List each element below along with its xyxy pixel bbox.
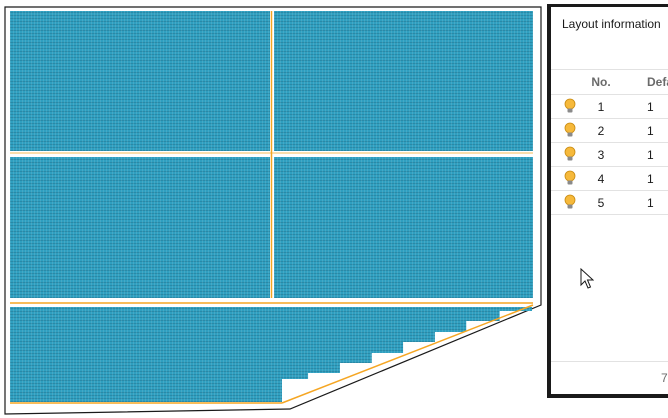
- table-row[interactable]: 2 1: [551, 119, 668, 143]
- table-row[interactable]: 3 1: [551, 143, 668, 167]
- table-row[interactable]: 5 1: [551, 191, 668, 215]
- row-default: 1: [647, 148, 654, 162]
- row-default: 1: [647, 172, 654, 186]
- row-default: 1: [647, 124, 654, 138]
- row-number: 3: [597, 148, 605, 162]
- layout-panel-4[interactable]: [274, 157, 533, 298]
- lightbulb-icon: [564, 98, 576, 113]
- lightbulb-icon: [564, 170, 576, 185]
- lightbulb-icon: [564, 194, 576, 209]
- column-header-default[interactable]: Defa: [647, 75, 668, 89]
- mouse-pointer-icon: [580, 268, 594, 289]
- table-header: No. Defa: [551, 69, 668, 95]
- lightbulb-icon: [564, 122, 576, 137]
- row-number: 4: [597, 172, 605, 186]
- column-header-no[interactable]: No.: [591, 75, 611, 89]
- table-row[interactable]: 1 1: [551, 95, 668, 119]
- row-number: 2: [597, 124, 605, 138]
- layout-information-window[interactable]: Layout information No. Defa 1 1 2 1 3 1: [547, 4, 668, 398]
- table-row[interactable]: 4 1: [551, 167, 668, 191]
- row-default: 1: [647, 100, 654, 114]
- layout-table: No. Defa 1 1 2 1 3 1 4 1: [551, 69, 668, 215]
- layout-panel-2[interactable]: [274, 11, 533, 151]
- window-title: Layout information: [562, 17, 661, 31]
- layout-canvas[interactable]: [0, 0, 545, 418]
- row-number: 5: [597, 196, 605, 210]
- layout-panel-1[interactable]: [10, 11, 270, 151]
- layout-panel-3[interactable]: [10, 157, 270, 298]
- row-number: 1: [597, 100, 605, 114]
- row-default: 1: [647, 196, 654, 210]
- table-footer: 7: [551, 361, 668, 394]
- footer-total: 7: [661, 371, 668, 385]
- layout-information-panel: Layout information No. Defa 1 1 2 1 3 1: [551, 7, 668, 394]
- lightbulb-icon: [564, 146, 576, 161]
